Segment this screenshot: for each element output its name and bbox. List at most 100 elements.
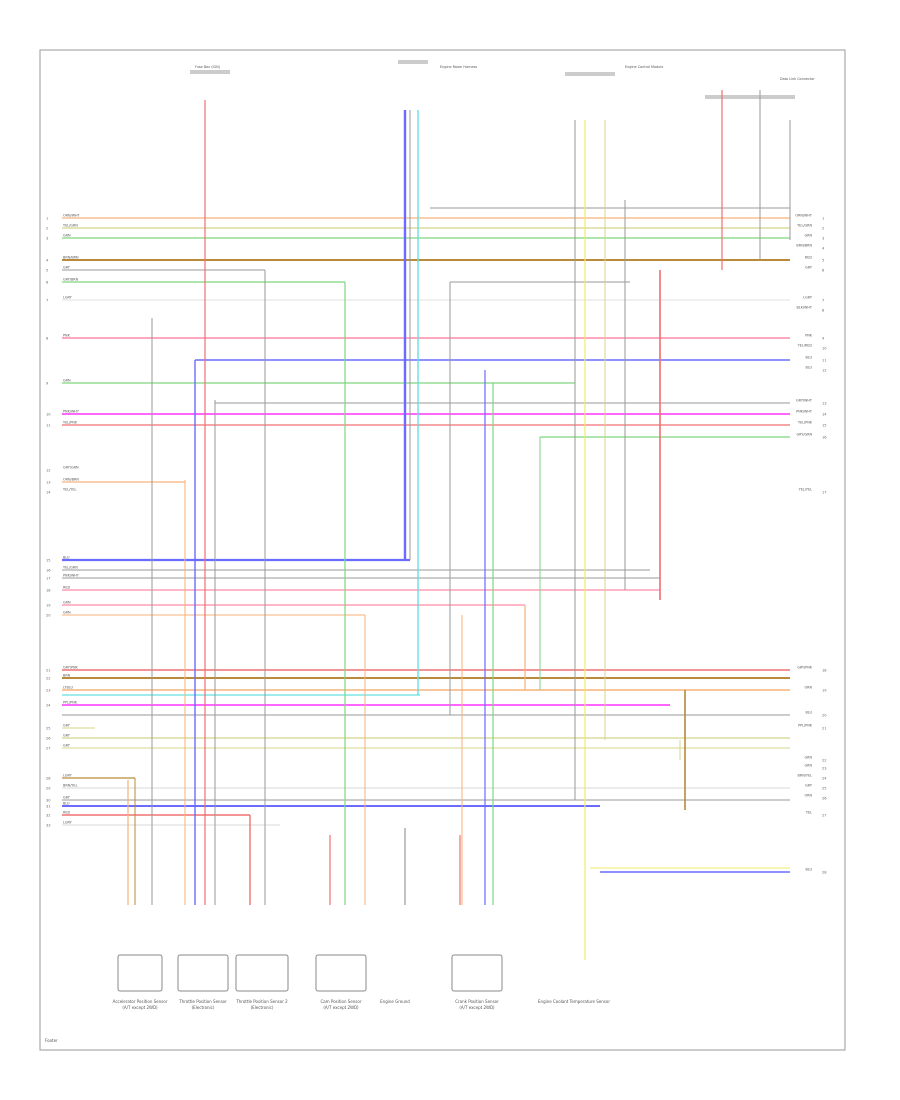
right-pin-number: 7 — [822, 298, 824, 302]
right-pin-label: GRY — [805, 266, 813, 270]
left-pin-label: LGRY — [63, 296, 73, 300]
right-pin-number: 21 — [822, 726, 827, 730]
left-pin-number: 26 — [46, 736, 51, 740]
right-pin-number: 24 — [822, 776, 827, 780]
diagram-frame — [39, 49, 846, 1051]
right-pin-label: YEL — [806, 811, 812, 815]
top-dlc-connector — [705, 95, 795, 99]
left-pin-label: BLU — [63, 802, 70, 806]
left-pin-label: GRY — [63, 266, 71, 270]
right-pin-label: ORN — [804, 794, 812, 798]
right-pin-number: 5 — [822, 258, 824, 262]
right-pin-number: 22 — [822, 758, 827, 762]
right-pin-number: 12 — [822, 368, 827, 372]
right-pin-number: 17 — [822, 490, 827, 494]
left-pin-number: 17 — [46, 576, 51, 580]
component-name: Engine Coolant Temperature Sensor — [538, 999, 610, 1004]
vertical-wires — [127, 90, 791, 960]
component-sub: (A/T except 2WD) — [323, 1005, 359, 1010]
left-pin-number: 20 — [46, 613, 51, 617]
component-box — [177, 954, 229, 992]
left-pin-label: GRN — [63, 379, 71, 383]
left-pin-number: 21 — [46, 668, 51, 672]
top-right-label-a: Engine Control Module — [625, 65, 663, 69]
right-pin-number: 16 — [822, 435, 827, 439]
left-pin-number: 30 — [46, 798, 51, 802]
right-pin-label: YEL/PNK — [798, 421, 813, 425]
left-pin-number: 1 — [46, 216, 48, 220]
left-pin-number: 29 — [46, 786, 51, 790]
right-pin-number: 11 — [822, 358, 827, 362]
left-pin-number: 33 — [46, 823, 51, 827]
top-right-label-b: Data Link Connector — [780, 77, 815, 81]
left-pin-number: 22 — [46, 676, 51, 680]
component-box — [315, 954, 367, 992]
left-pin-label: ORN/WHT — [63, 214, 81, 218]
right-pin-number: 25 — [822, 786, 827, 790]
left-pin-number: 12 — [46, 468, 51, 472]
component-sub: (Electronic) — [251, 1005, 274, 1010]
right-pin-label: GRY/WHT — [796, 399, 813, 403]
left-pin-number: 28 — [46, 776, 51, 780]
left-pin-label: YEL/YEL — [63, 488, 76, 492]
top-center-label: Engine Room Harness — [440, 65, 477, 69]
top-fuse-connector — [190, 70, 230, 74]
left-pin-label: GRY — [63, 796, 71, 800]
left-pin-number: 10 — [46, 412, 51, 416]
right-pin-number: 3 — [822, 236, 824, 240]
left-pin-label: BRN/YEL — [63, 784, 78, 788]
top-center-connector — [398, 60, 428, 64]
right-pin-label: PNK — [805, 334, 813, 338]
right-pin-number: 26 — [822, 796, 827, 800]
component-name: Cam Position Sensor — [321, 999, 362, 1004]
left-pin-number: 18 — [46, 588, 51, 592]
right-pin-label: LGRY — [803, 296, 813, 300]
right-pin-number: 19 — [822, 688, 827, 692]
right-pin-number: 13 — [822, 401, 827, 405]
left-pin-number: 23 — [46, 688, 51, 692]
top-ecm-connector — [565, 72, 615, 76]
right-pin-number: 9 — [822, 336, 825, 340]
left-pin-label: YEL/PNK — [63, 421, 78, 425]
left-pin-label: PNK/WHT — [63, 410, 80, 414]
left-pin-number: 6 — [46, 280, 49, 284]
right-pin-label: GRN — [804, 764, 812, 768]
right-pin-label: YEL/YEL — [799, 488, 812, 492]
left-pin-label: ORN/BRN — [63, 478, 79, 482]
left-pin-label: GRY/GRN — [63, 466, 79, 470]
left-pin-number: 11 — [46, 423, 51, 427]
left-pin-label: GRN — [63, 234, 71, 238]
left-pin-number: 3 — [46, 236, 48, 240]
left-pin-label: GRY — [63, 744, 71, 748]
right-pin-number: 1 — [822, 216, 824, 220]
left-pin-label: GRY — [63, 734, 71, 738]
left-pin-number: 9 — [46, 381, 49, 385]
right-pin-number: 14 — [822, 412, 827, 416]
right-pin-number: 28 — [822, 870, 827, 874]
left-pin-number: 25 — [46, 726, 51, 730]
right-pin-number: 20 — [822, 713, 827, 717]
right-pin-label: YEL/RED — [798, 344, 813, 348]
right-pin-label: BLU — [805, 868, 812, 872]
component-box — [235, 954, 289, 992]
right-pin-number: 2 — [822, 226, 824, 230]
right-pin-label: GRY/GRN — [797, 433, 813, 437]
left-pin-label: GRN — [63, 611, 71, 615]
right-pin-label: ORN — [804, 686, 812, 690]
component-box — [117, 954, 163, 992]
left-pin-label: LGRY — [63, 821, 73, 825]
right-pin-number: 15 — [822, 423, 827, 427]
left-pin-label: BRN/BRN — [63, 256, 79, 260]
component-boxes: Accelerator Position Sensor(A/T except 2… — [113, 954, 610, 1010]
left-pin-labels: 1ORN/WHT2YEL/GRN3GRN4BRN/BRN5GRY6GRY/BRN… — [46, 214, 81, 828]
right-pin-label: YEL/GRN — [797, 224, 812, 228]
right-pin-labels: ORN/WHT1YEL/GRN2GRN3BRN/BRN4RED5GRY6LGRY… — [795, 214, 827, 875]
component-name: Throttle Position Sensor 2 — [235, 999, 288, 1004]
left-pin-label: BLU — [63, 556, 70, 560]
left-pin-label: YEL/GRN — [63, 566, 78, 570]
component-name: Crank Position Sensor — [455, 999, 499, 1004]
left-pin-number: 4 — [46, 258, 49, 262]
right-pin-label: PPL/PNK — [798, 724, 813, 728]
left-pin-number: 24 — [46, 703, 51, 707]
left-pin-number: 19 — [46, 603, 51, 607]
